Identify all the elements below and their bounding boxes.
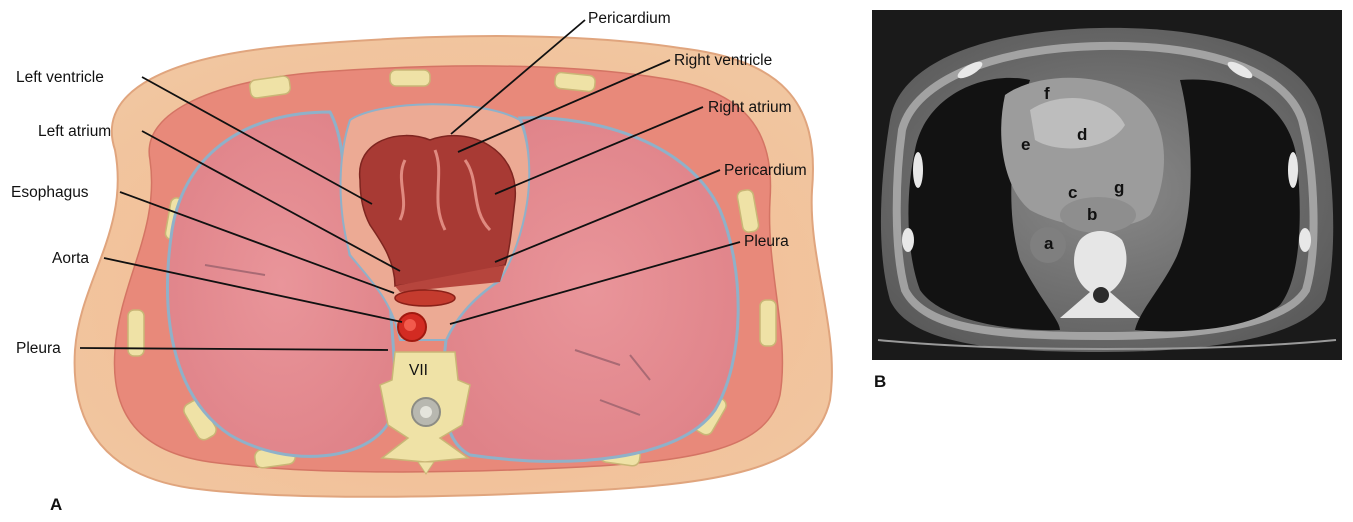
label-pleura-right: Pleura — [744, 233, 789, 250]
label-left-atrium: Left atrium — [38, 123, 111, 140]
label-right-ventricle: Right ventricle — [674, 52, 772, 69]
label-pericardium-top: Pericardium — [588, 10, 671, 27]
label-pleura-left: Pleura — [16, 340, 61, 357]
label-aorta: Aorta — [52, 250, 89, 267]
label-esophagus: Esophagus — [11, 184, 89, 201]
ct-scan-image — [872, 10, 1342, 360]
panel-label-b: B — [874, 372, 886, 391]
ct-label-d: d — [1077, 125, 1087, 144]
ct-label-g: g — [1114, 178, 1124, 197]
label-right-atrium: Right atrium — [708, 99, 792, 116]
esophagus-structure — [395, 290, 455, 306]
panel-label-a: A — [50, 495, 62, 514]
ct-label-f: f — [1044, 84, 1050, 103]
vertebra-label: VII — [409, 362, 428, 379]
ct-label-b: b — [1087, 205, 1097, 224]
label-left-ventricle: Left ventricle — [16, 69, 104, 86]
label-pericardium-right: Pericardium — [724, 162, 807, 179]
ct-label-a: a — [1044, 234, 1054, 253]
ct-label-e: e — [1021, 135, 1030, 154]
ct-label-c: c — [1068, 183, 1077, 202]
